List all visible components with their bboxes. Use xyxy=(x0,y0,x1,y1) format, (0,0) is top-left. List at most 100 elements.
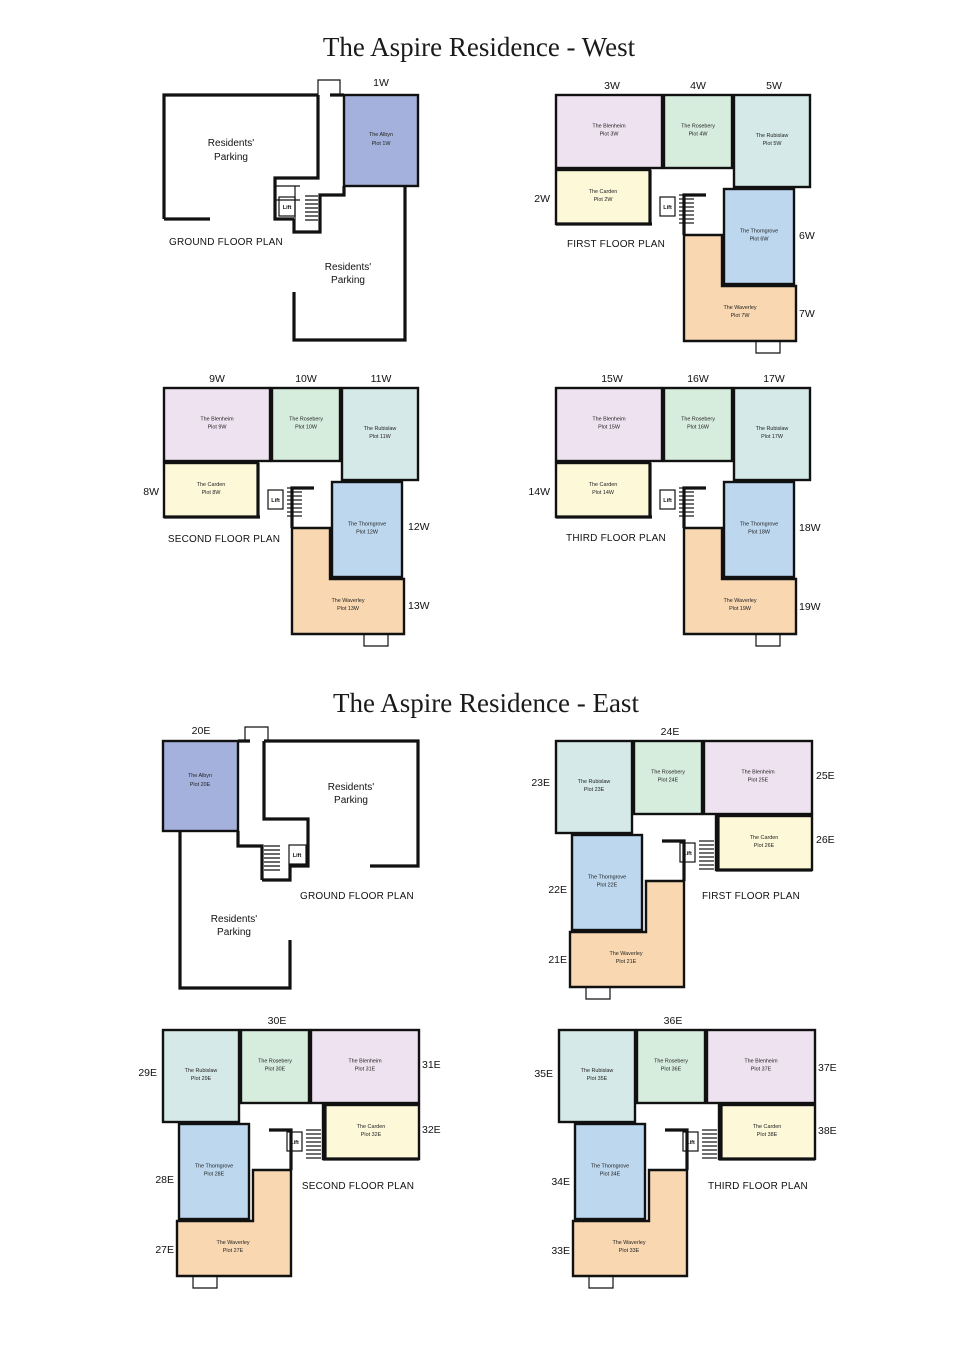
lift-label: Lift xyxy=(686,1140,695,1146)
room-plot: Plot 18W xyxy=(748,530,771,536)
east-second-floor-label: SECOND FLOOR PLAN xyxy=(302,1181,414,1192)
east-ground-parking-1a: Residents' xyxy=(328,782,374,793)
room-plot: Plot 26E xyxy=(754,843,775,849)
lift-label: Lift xyxy=(293,853,302,859)
room-name: The Blenheim xyxy=(741,770,775,776)
plot-number-label: 19W xyxy=(799,601,821,613)
lift-box xyxy=(286,1131,303,1152)
room-plot: Plot 30E xyxy=(265,1067,286,1073)
room-name: The Rubislaw xyxy=(578,779,611,785)
plot-number-label: 31E xyxy=(422,1059,441,1071)
plot-number-label: 28E xyxy=(155,1174,174,1186)
lift-box xyxy=(659,489,676,510)
room-name: The Rosebery xyxy=(681,124,715,130)
room-name: The Waverley xyxy=(723,305,756,311)
plot-number-label: 22E xyxy=(548,884,567,896)
room-name: The Thorngrove xyxy=(195,1164,233,1170)
room-name: The Carden xyxy=(357,1124,385,1130)
room-plot: Plot 37E xyxy=(751,1067,772,1073)
room-name: The Carden xyxy=(589,189,617,195)
room-carden xyxy=(717,1103,817,1161)
plot-number-label: 13W xyxy=(408,600,430,612)
plot-number-label: 2W xyxy=(534,193,550,205)
east-third-floor-label: THIRD FLOOR PLAN xyxy=(708,1181,808,1192)
lift-label: Lift xyxy=(271,498,280,504)
room-plot: Plot 20E xyxy=(190,782,211,788)
room-plot: Plot 7W xyxy=(731,313,751,319)
room-plot: Plot 3W xyxy=(600,132,620,138)
plot-number-label: 33E xyxy=(551,1245,570,1257)
room-name: The Thorngrove xyxy=(591,1164,629,1170)
corridor-wall xyxy=(662,816,812,881)
room-plot: Plot 31E xyxy=(355,1067,376,1073)
corridor-wall xyxy=(665,1105,815,1170)
room-blenheim xyxy=(162,386,272,463)
plot-label-20e: 20E xyxy=(192,725,211,737)
plot-number-label: 3W xyxy=(604,80,620,92)
room-plot: Plot 32E xyxy=(361,1132,382,1138)
room-plot: Plot 27E xyxy=(223,1248,244,1254)
room-name: The Waverley xyxy=(612,1240,645,1246)
room-name: The Thorngrove xyxy=(740,522,778,528)
plot-number-label: 23E xyxy=(531,777,550,789)
room-plot: Plot 16W xyxy=(687,425,710,431)
room-plot: Plot 14W xyxy=(592,490,615,496)
east-ground-floor-label: GROUND FLOOR PLAN xyxy=(300,891,414,902)
plot-number-label: 29E xyxy=(138,1067,157,1079)
room-plot: Plot 35E xyxy=(587,1076,608,1082)
room-rubislaw xyxy=(557,1028,637,1124)
room-name: The Waverley xyxy=(609,951,642,957)
west-title: The Aspire Residence - West xyxy=(323,32,636,62)
plot-number-label: 12W xyxy=(408,521,430,533)
balcony xyxy=(363,634,389,647)
room-plot: Plot 19W xyxy=(729,606,752,612)
room-name: The Rosebery xyxy=(258,1059,292,1065)
plot-number-label: 32E xyxy=(422,1124,441,1136)
room-rubislaw xyxy=(732,93,812,189)
plot-number-label: 15W xyxy=(601,373,623,385)
corridor-wall xyxy=(269,1105,419,1170)
room-rubislaw xyxy=(554,739,634,835)
plot-number-label: 37E xyxy=(818,1062,837,1074)
room-blenheim xyxy=(309,1028,421,1105)
room-name: The Waverley xyxy=(216,1240,249,1246)
room-plot: Plot 6W xyxy=(750,237,770,243)
room-plot: Plot 33E xyxy=(619,1248,640,1254)
plot-number-label: 17W xyxy=(763,373,785,385)
east-ground-parking-2a: Residents' xyxy=(211,914,257,925)
plot-number-label: 4W xyxy=(690,80,706,92)
room-plot: Plot 13W xyxy=(337,606,360,612)
room-carden xyxy=(321,1103,421,1161)
plot-number-label: 8W xyxy=(143,486,159,498)
east-title: The Aspire Residence - East xyxy=(333,688,639,718)
west-ground-parking-1a: Residents' xyxy=(208,138,254,149)
room-thorngrove xyxy=(330,480,404,579)
room-name: The Rubislaw xyxy=(185,1068,218,1074)
lift-label: Lift xyxy=(283,205,292,211)
room-name: The Waverley xyxy=(331,598,364,604)
room-plot: Plot 22E xyxy=(597,883,618,889)
room-plot: Plot 4W xyxy=(689,132,709,138)
plot-number-label: 30E xyxy=(268,1015,287,1027)
room-blenheim xyxy=(702,739,814,816)
room-name: The Rubislaw xyxy=(756,426,789,432)
west-ground-floor-label: GROUND FLOOR PLAN xyxy=(169,237,283,248)
room-plot: Plot 28E xyxy=(204,1172,225,1178)
room-thorngrove xyxy=(177,1122,251,1221)
room-plot: Plot 2W xyxy=(594,197,614,203)
room-name: The Carden xyxy=(589,482,617,488)
east-ground-parking-2b: Parking xyxy=(217,927,251,938)
room-plot: Plot 21E xyxy=(616,959,637,965)
plot-number-label: 24E xyxy=(661,726,680,738)
west-ground-floor-plan: The Albyn Plot 1W Lift 1W GROUND FLOOR P… xyxy=(162,77,420,342)
lift-box xyxy=(659,196,676,217)
room-rubislaw xyxy=(732,386,812,482)
room-plot: Plot 11W xyxy=(369,434,391,440)
plot-number-label: 26E xyxy=(816,834,835,846)
plot-number-label: 35E xyxy=(534,1068,553,1080)
west-second-floor-label: SECOND FLOOR PLAN xyxy=(168,534,280,545)
plot-number-label: 7W xyxy=(799,308,815,320)
